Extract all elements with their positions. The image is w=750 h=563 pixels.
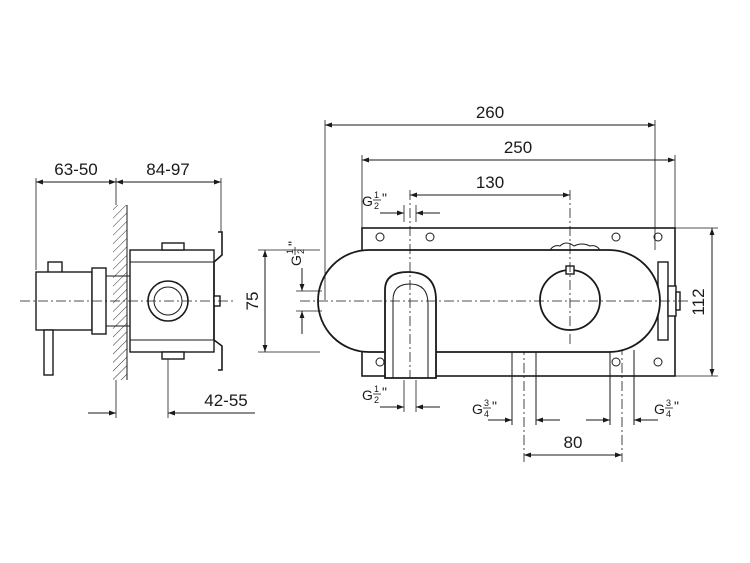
svg-text:G: G	[288, 255, 304, 266]
dim-spout-to-valve: 130	[476, 173, 504, 192]
dim-depth-body: 84-97	[146, 160, 189, 179]
svg-text:3: 3	[666, 398, 671, 408]
side-lever	[43, 329, 54, 376]
svg-text:4: 4	[484, 409, 489, 419]
svg-text:2: 2	[296, 249, 306, 254]
svg-text:1: 1	[285, 249, 295, 254]
spout	[384, 271, 437, 379]
dim-outlet-spacing: 80	[564, 433, 583, 452]
side-view: 63-50 84-97 42-55	[20, 160, 255, 418]
svg-text:2: 2	[374, 395, 379, 405]
svg-text:1: 1	[374, 190, 379, 200]
svg-text:": "	[285, 241, 301, 246]
svg-text:3: 3	[484, 398, 489, 408]
dim-depth-wall: 42-55	[204, 391, 247, 410]
wall-hatch	[113, 205, 127, 380]
svg-text:G: G	[472, 401, 483, 417]
svg-text:": "	[382, 384, 387, 400]
thread-half-side: G 1 2 "	[285, 241, 306, 266]
thread-half-bottom: G 1 2 "	[362, 384, 387, 405]
dim-total-width: 260	[476, 103, 504, 122]
svg-text:": "	[674, 398, 679, 414]
svg-text:G: G	[362, 193, 373, 209]
svg-text:G: G	[362, 387, 373, 403]
svg-text:G: G	[654, 401, 665, 417]
dim-height: 75	[243, 292, 262, 311]
front-view: 260 250 130 G 1 2 " 75 G	[243, 103, 718, 462]
dim-plate-height: 112	[689, 288, 708, 315]
svg-text:": "	[492, 398, 497, 414]
thread-three-quarter-right: G 3 4 "	[654, 398, 679, 419]
svg-text:1: 1	[374, 384, 379, 394]
svg-text:2: 2	[374, 201, 379, 211]
dim-plate-width: 250	[504, 138, 532, 157]
thread-half-top: G 1 2 "	[362, 190, 387, 211]
dim-depth-front: 63-50	[54, 160, 97, 179]
svg-text:": "	[382, 190, 387, 206]
svg-text:4: 4	[666, 409, 671, 419]
thread-three-quarter-left: G 3 4 "	[472, 398, 497, 419]
